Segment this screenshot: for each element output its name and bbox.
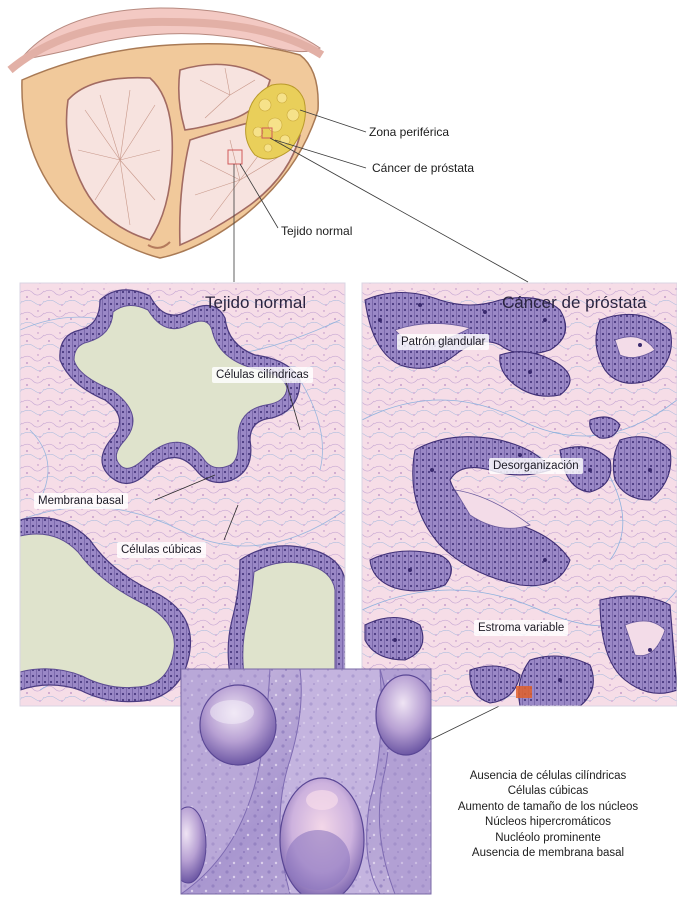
cancer-panel-title: Cáncer de próstata [502,293,647,313]
summary-item: Ausencia de membrana basal [430,846,666,861]
zoomed-cells-inset [170,669,436,900]
normal-panel-title: Tejido normal [205,293,306,313]
label-membrana-basal: Membrana basal [34,493,128,509]
summary-item: Nucléolo prominente [430,831,666,846]
zoom-source-box [516,686,532,698]
label-celulas-cilindricas: Células cilíndricas [212,367,313,383]
label-desorganizacion: Desorganización [489,458,583,474]
label-tejido-normal: Tejido normal [281,224,352,238]
label-zona-periferica: Zona periférica [369,125,449,139]
label-estroma-variable: Estroma variable [474,620,568,636]
summary-item: Núcleos hipercromáticos [430,815,666,830]
prostate-gland [10,8,322,258]
summary-item: Aumento de tamaño de los núcleos [430,800,666,815]
label-cancer-prostata: Cáncer de próstata [372,161,474,175]
summary-item: Ausencia de células cilíndricas [430,769,666,784]
summary-list: Ausencia de células cilíndricas Células … [430,769,666,861]
label-patron-glandular: Patrón glandular [397,334,489,350]
label-celulas-cubicas: Células cúbicas [117,542,206,558]
summary-item: Células cúbicas [430,784,666,799]
